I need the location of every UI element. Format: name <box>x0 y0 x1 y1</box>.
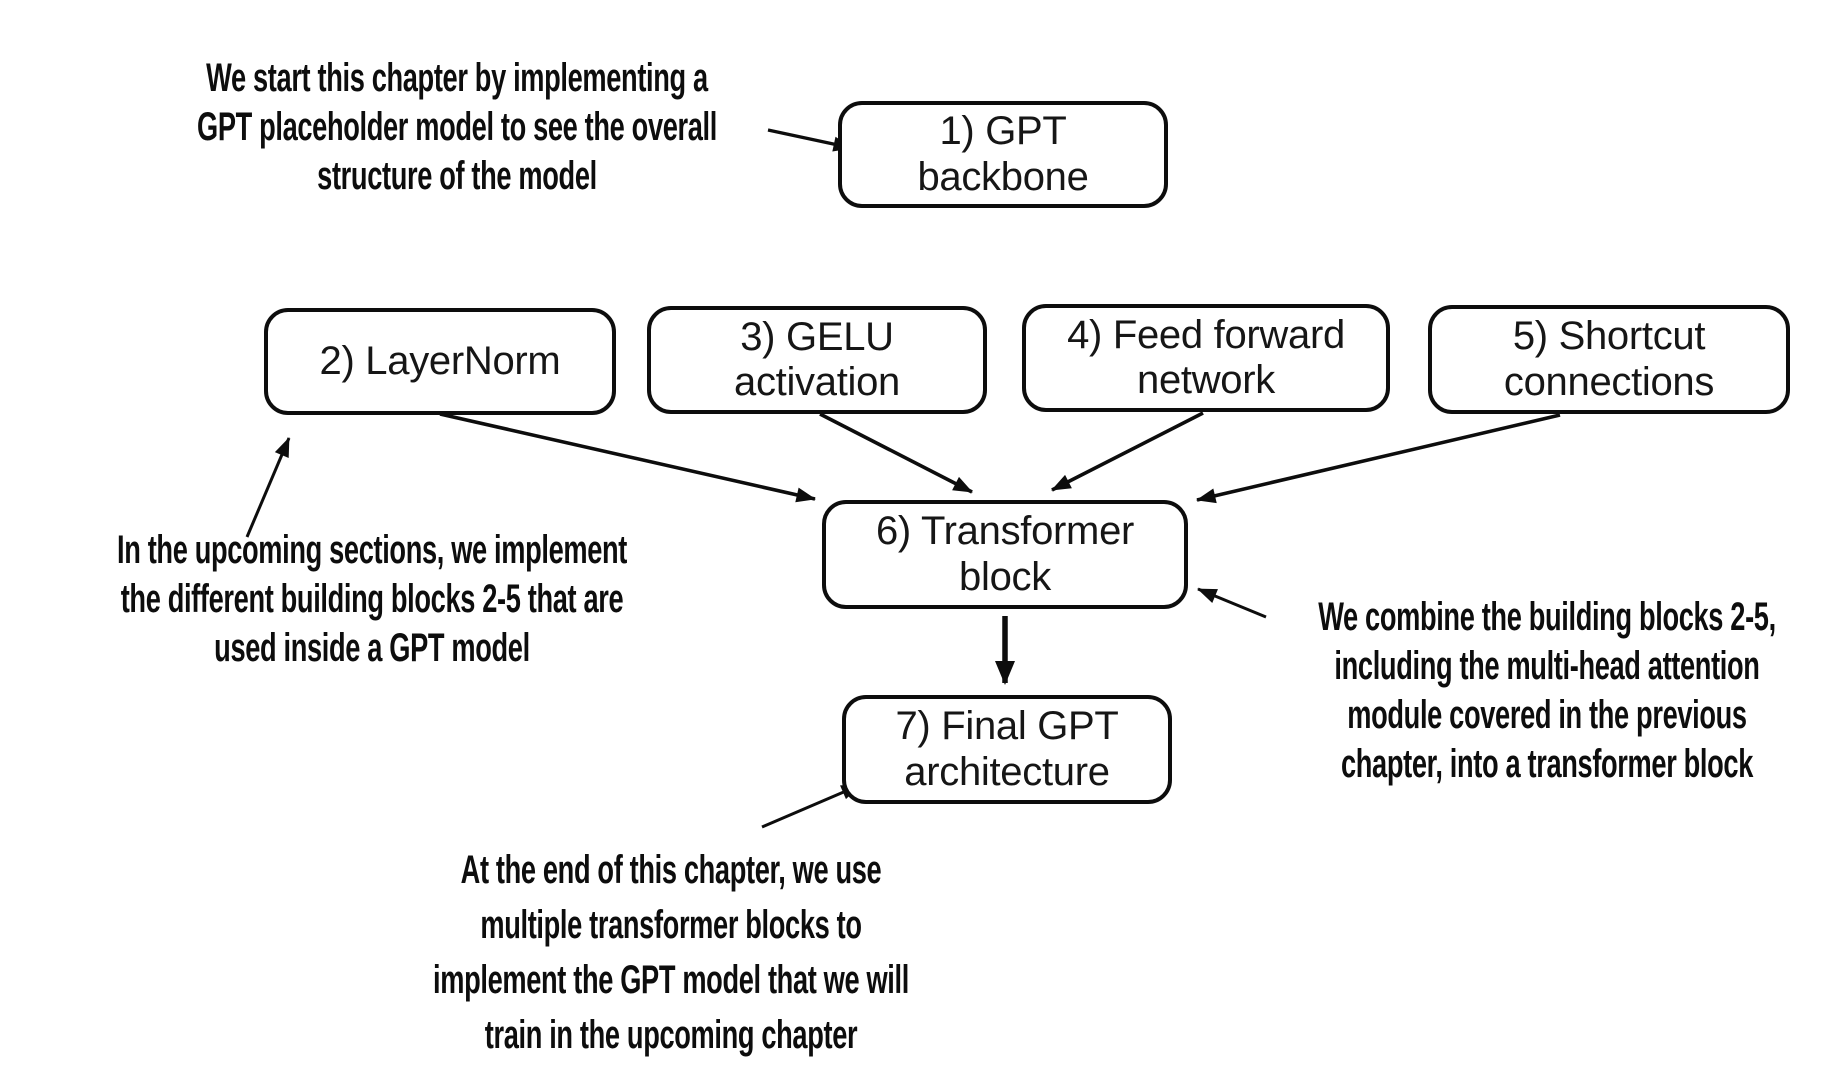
arrow-gelu-to-transformer-block <box>819 412 973 494</box>
annotation-gpt-backbone-note: We start this chapter by implementing a … <box>197 56 717 198</box>
arrow-final-note-to-final-architecture <box>761 783 861 829</box>
box-transformer-block: 6) Transformer block <box>822 500 1188 609</box>
arrow-shortcut-to-transformer-block <box>1196 413 1561 504</box>
arrow-ffn-to-transformer-block <box>1051 411 1204 492</box>
annotation-final-architecture-note: At the end of this chapter, we use multi… <box>433 848 909 1057</box>
arrow-combine-note-to-transformer-block <box>1197 587 1267 619</box>
box-feed-forward-network: 4) Feed forward network <box>1022 304 1390 412</box>
arrow-blocks-note-to-layernorm <box>245 437 291 538</box>
annotation-transformer-block-note: We combine the building blocks 2-5, incl… <box>1318 595 1776 786</box>
arrow-layernorm-to-transformer-block <box>439 412 816 503</box>
box-gpt-backbone: 1) GPT backbone <box>838 101 1168 208</box>
box-layernorm: 2) LayerNorm <box>264 308 616 415</box>
box-shortcut-connections: 5) Shortcut connections <box>1428 305 1790 414</box>
annotation-building-blocks-note: In the upcoming sections, we implement t… <box>116 528 627 670</box>
box-gelu-activation: 3) GELU activation <box>647 306 987 414</box>
box-final-gpt-architecture: 7) Final GPT architecture <box>842 695 1172 804</box>
